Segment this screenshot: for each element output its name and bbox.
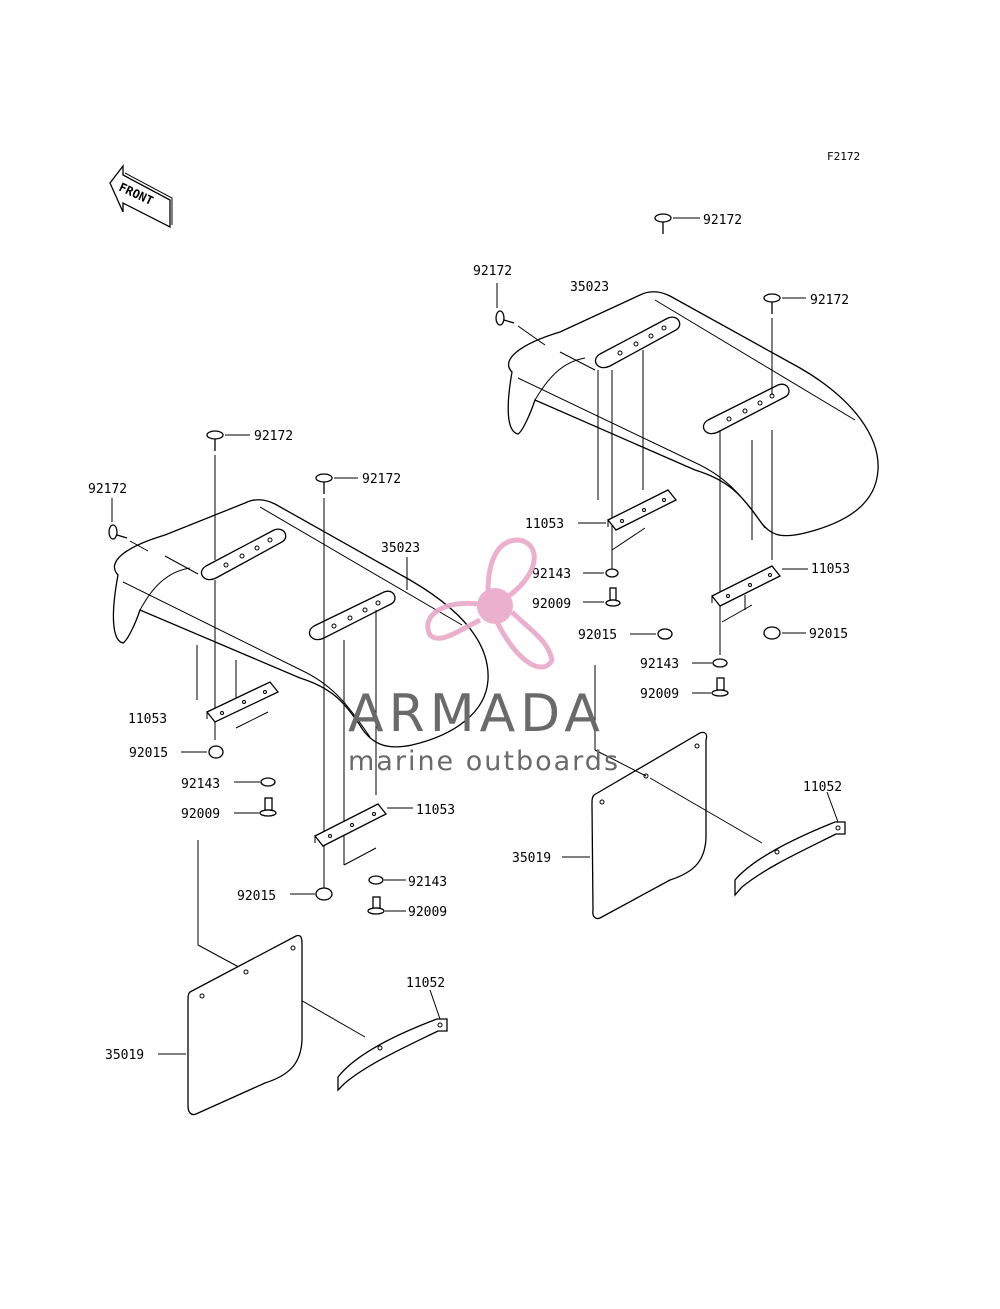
bolt-icon bbox=[108, 524, 128, 540]
bolt-icon bbox=[711, 677, 729, 697]
part-label: 35023 bbox=[570, 280, 609, 295]
part-label: 92009 bbox=[640, 687, 679, 702]
left-fender-assembly bbox=[108, 430, 489, 1116]
part-label: 11053 bbox=[525, 517, 564, 532]
nut-icon bbox=[763, 626, 781, 640]
part-label: 92172 bbox=[362, 472, 401, 487]
part-label: 92172 bbox=[88, 482, 127, 497]
bolt-icon bbox=[763, 293, 781, 314]
watermark-title: ARMADA bbox=[348, 684, 605, 744]
part-label: 35023 bbox=[381, 541, 420, 556]
nut-icon bbox=[208, 745, 224, 759]
washer-icon bbox=[368, 875, 384, 885]
part-label: 11053 bbox=[811, 562, 850, 577]
right-fender-assembly bbox=[495, 213, 879, 920]
nut-icon bbox=[657, 628, 673, 640]
bracket-11053 bbox=[710, 565, 782, 607]
part-label: 92172 bbox=[473, 264, 512, 279]
watermark-subtitle: marine outboards bbox=[348, 746, 620, 777]
washer-icon bbox=[260, 777, 276, 787]
washer-icon bbox=[712, 658, 728, 668]
part-label: 92009 bbox=[532, 597, 571, 612]
bolt-icon bbox=[206, 430, 224, 451]
stay-11052 bbox=[337, 1018, 448, 1092]
bolt-icon bbox=[367, 896, 385, 915]
left-pad bbox=[308, 590, 396, 641]
bolt-icon bbox=[495, 310, 515, 326]
part-label: 92009 bbox=[408, 905, 447, 920]
nut-icon bbox=[315, 887, 333, 901]
part-label: 92172 bbox=[254, 429, 293, 444]
part-label: 92015 bbox=[129, 746, 168, 761]
right-rear-fender bbox=[507, 291, 879, 537]
part-label: 92009 bbox=[181, 807, 220, 822]
part-label: 35019 bbox=[105, 1048, 144, 1063]
watermark: ARMADA marine outboards bbox=[348, 537, 620, 777]
part-label: 92143 bbox=[181, 777, 220, 792]
part-label: 92015 bbox=[237, 889, 276, 904]
part-label: 92172 bbox=[810, 293, 849, 308]
part-label: 92143 bbox=[640, 657, 679, 672]
part-label: 11052 bbox=[803, 780, 842, 795]
mud-flap-35019 bbox=[591, 731, 708, 920]
part-label: 11053 bbox=[416, 803, 455, 818]
part-label: 92015 bbox=[578, 628, 617, 643]
part-label: 92143 bbox=[408, 875, 447, 890]
washer-icon bbox=[605, 568, 619, 578]
bolt-icon bbox=[605, 587, 621, 607]
mud-flap-35019 bbox=[187, 934, 303, 1116]
front-arrow-icon: FRONT bbox=[109, 164, 173, 229]
bolt-icon bbox=[315, 473, 333, 494]
part-label: 92143 bbox=[532, 567, 571, 582]
part-label: 11053 bbox=[128, 712, 167, 727]
propeller-logo-icon bbox=[425, 537, 555, 670]
part-label: 92172 bbox=[703, 213, 742, 228]
left-rear-fender bbox=[112, 499, 489, 748]
part-label: 92015 bbox=[809, 627, 848, 642]
bolt-icon bbox=[259, 797, 277, 817]
part-label: 35019 bbox=[512, 851, 551, 866]
figure-code: F2172 bbox=[827, 150, 860, 163]
part-label: 11052 bbox=[406, 976, 445, 991]
bolt-icon bbox=[654, 213, 672, 234]
stay-11052 bbox=[734, 821, 846, 897]
